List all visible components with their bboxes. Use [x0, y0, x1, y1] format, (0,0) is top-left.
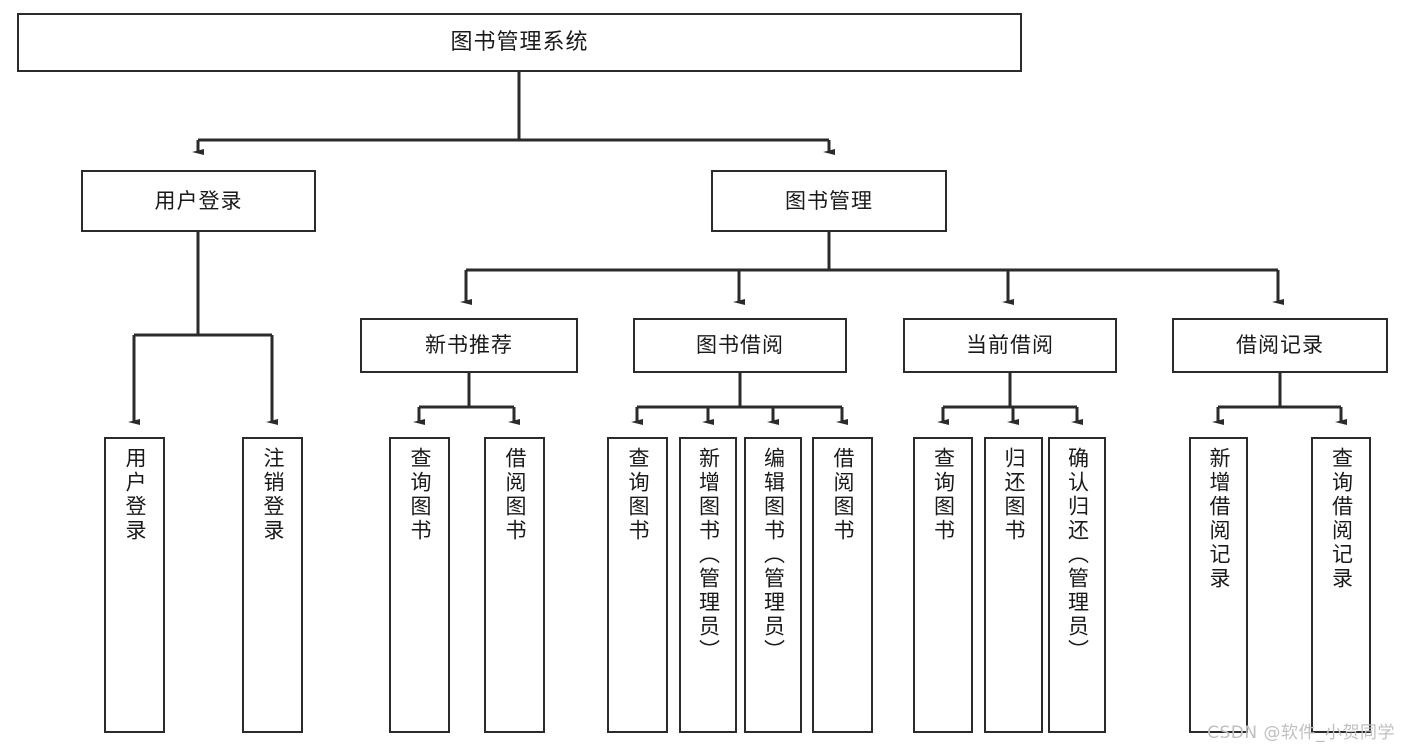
- leaf-borrow-book-1[interactable]: 借阅图书: [484, 437, 545, 733]
- node-label: 确认归还（管理员）: [1065, 447, 1090, 663]
- leaf-add-record[interactable]: 新增借阅记录: [1189, 437, 1248, 733]
- node-user-login[interactable]: 用户登录: [81, 170, 316, 232]
- node-label: 查询图书: [408, 447, 432, 543]
- node-label: 注销登录: [261, 447, 285, 543]
- leaf-query-record[interactable]: 查询借阅记录: [1311, 437, 1371, 733]
- node-label: 借阅记录: [1236, 333, 1324, 358]
- node-label: 用户登录: [123, 447, 147, 543]
- node-label: 新增借阅记录: [1207, 447, 1231, 591]
- leaf-logout-login[interactable]: 注销登录: [242, 437, 303, 733]
- node-label: 新增图书（管理员）: [696, 447, 721, 663]
- watermark-text: CSDN @软件_小贺同学: [1207, 723, 1395, 743]
- node-label: 查询图书: [626, 447, 650, 543]
- leaf-edit-book[interactable]: 编辑图书（管理员）: [744, 437, 802, 733]
- node-borrow-record[interactable]: 借阅记录: [1172, 318, 1388, 373]
- leaf-borrow-book-2[interactable]: 借阅图书: [812, 437, 873, 733]
- node-root[interactable]: 图书管理系统: [17, 13, 1022, 72]
- node-label: 用户登录: [154, 188, 243, 213]
- leaf-return-book[interactable]: 归还图书: [984, 437, 1043, 733]
- node-current-borrow[interactable]: 当前借阅: [903, 318, 1117, 373]
- leaf-user-login[interactable]: 用户登录: [104, 437, 165, 733]
- node-label: 新书推荐: [425, 333, 513, 358]
- node-label: 图书借阅: [696, 333, 784, 358]
- node-book-manage[interactable]: 图书管理: [711, 170, 947, 232]
- node-new-book-recommend[interactable]: 新书推荐: [360, 318, 578, 373]
- node-label: 借阅图书: [503, 447, 527, 543]
- leaf-confirm-return[interactable]: 确认归还（管理员）: [1048, 437, 1106, 733]
- node-label: 当前借阅: [966, 333, 1054, 358]
- leaf-add-book[interactable]: 新增图书（管理员）: [679, 437, 737, 733]
- node-label: 查询图书: [931, 447, 956, 543]
- node-label: 图书管理系统: [450, 29, 589, 55]
- node-book-borrow[interactable]: 图书借阅: [633, 318, 847, 373]
- node-label: 查询借阅记录: [1329, 447, 1354, 591]
- leaf-query-book-3[interactable]: 查询图书: [913, 437, 973, 733]
- node-label: 编辑图书（管理员）: [761, 447, 786, 663]
- leaf-query-book-2[interactable]: 查询图书: [607, 437, 668, 733]
- node-label: 借阅图书: [831, 447, 855, 543]
- node-label: 图书管理: [785, 188, 873, 213]
- leaf-query-book-1[interactable]: 查询图书: [389, 437, 450, 733]
- node-label: 归还图书: [1002, 447, 1026, 543]
